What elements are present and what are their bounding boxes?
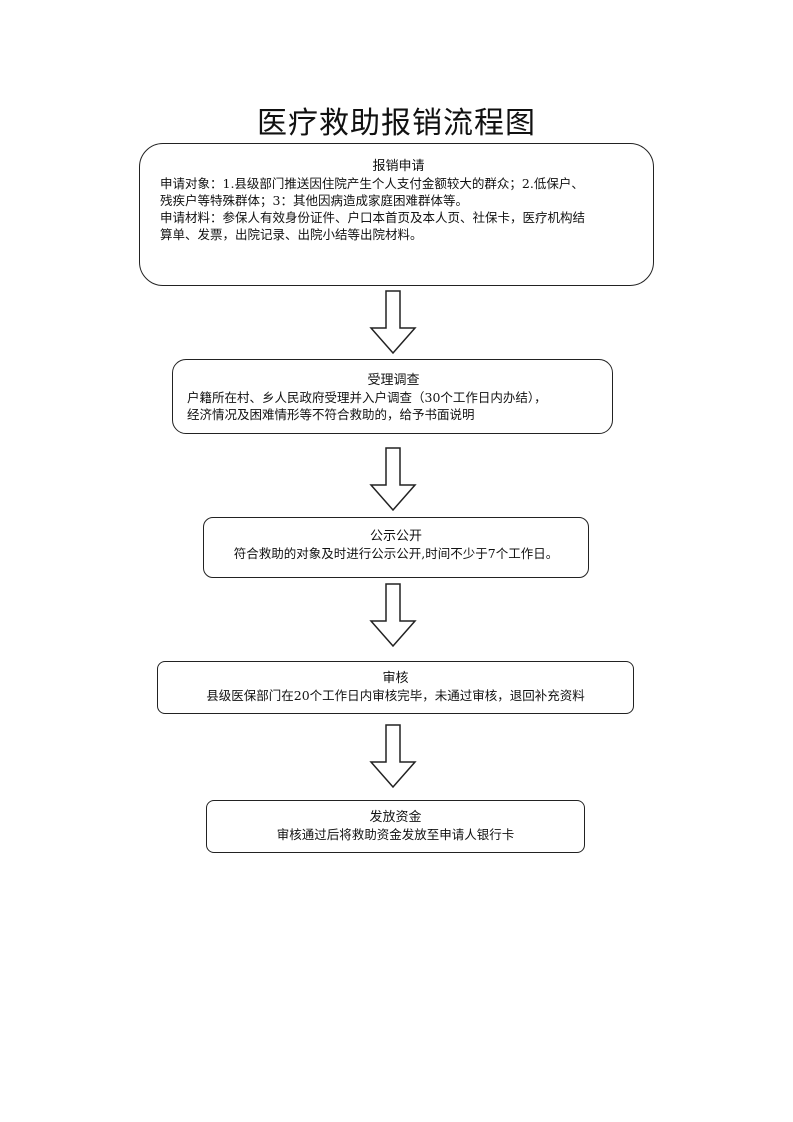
step-title-application: 报销申请	[372, 159, 425, 174]
step-line: 经济情况及困难情形等不符合救助的，给予书面说明	[187, 407, 475, 422]
step-body-publicity: 符合救助的对象及时进行公示公开,时间不少于7个工作日。	[212, 545, 580, 562]
step-box-review: 审核 县级医保部门在20个工作日内审核完毕，未通过审核，退回补充资料	[157, 661, 634, 714]
step-box-disbursement: 发放资金 审核通过后将救助资金发放至申请人银行卡	[206, 800, 585, 853]
step-line: 申请材料：参保人有效身份证件、户口本首页及本人页、社保卡，医疗机构结	[160, 210, 586, 225]
down-arrow-icon	[369, 290, 417, 355]
step-title-publicity: 公示公开	[369, 529, 422, 544]
step-line: 审核通过后将救助资金发放至申请人银行卡	[276, 827, 515, 842]
page-title: 医疗救助报销流程图	[257, 106, 536, 141]
step-box-investigation: 受理调查 户籍所在村、乡人民政府受理并入户调查（30个工作日内办结）， 经济情况…	[172, 359, 613, 434]
down-arrow-icon	[369, 583, 417, 648]
step-line: 户籍所在村、乡人民政府受理并入户调查（30个工作日内办结），	[187, 390, 547, 405]
step-line: 残疾户等特殊群体；3：其他因病造成家庭困难群体等。	[160, 193, 468, 208]
step-body-review: 县级医保部门在20个工作日内审核完毕，未通过审核，退回补充资料	[166, 687, 625, 704]
step-box-application: 报销申请 申请对象：1.县级部门推送因住院产生个人支付金额较大的群众；2.低保户…	[139, 143, 654, 286]
step-body-application: 申请对象：1.县级部门推送因住院产生个人支付金额较大的群众；2.低保户、 残疾户…	[160, 175, 637, 243]
step-box-publicity: 公示公开 符合救助的对象及时进行公示公开,时间不少于7个工作日。	[203, 517, 589, 578]
step-title-disbursement: 发放资金	[369, 810, 422, 825]
step-line: 县级医保部门在20个工作日内审核完毕，未通过审核，退回补充资料	[206, 688, 585, 703]
step-title-investigation: 受理调查	[367, 373, 420, 388]
down-arrow-icon	[369, 447, 417, 512]
step-line: 算单、发票，出院记录、出院小结等出院材料。	[160, 227, 423, 242]
step-body-disbursement: 审核通过后将救助资金发放至申请人银行卡	[215, 826, 576, 843]
step-line: 申请对象：1.县级部门推送因住院产生个人支付金额较大的群众；2.低保户、	[160, 176, 584, 191]
step-title-review: 审核	[382, 671, 409, 686]
step-body-investigation: 户籍所在村、乡人民政府受理并入户调查（30个工作日内办结）， 经济情况及困难情形…	[187, 389, 600, 423]
step-line: 符合救助的对象及时进行公示公开,时间不少于7个工作日。	[233, 546, 559, 561]
down-arrow-icon	[369, 724, 417, 789]
